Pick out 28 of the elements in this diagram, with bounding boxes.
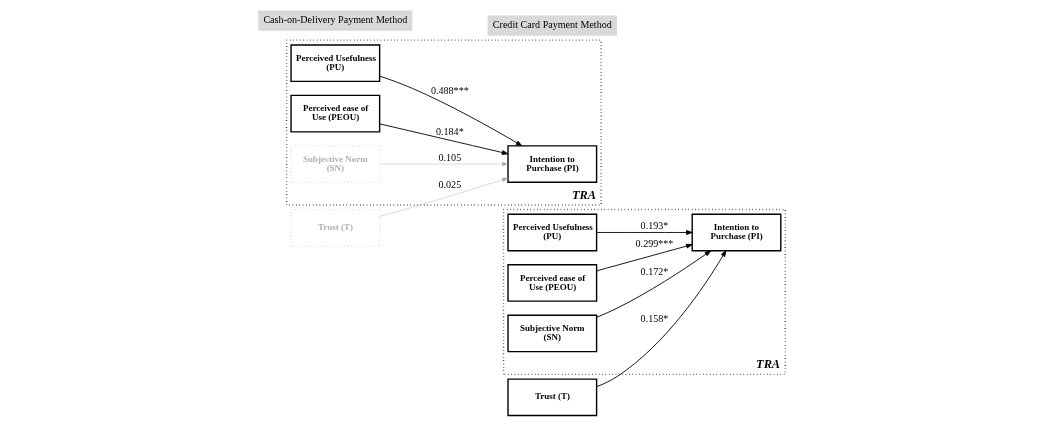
- arrow: [379, 177, 509, 217]
- arrow: [596, 230, 693, 235]
- arrow: [379, 161, 509, 167]
- arrow: [379, 75, 523, 147]
- node-box: Subjective Norm (SN): [507, 314, 598, 353]
- edge-label: 0.025: [438, 179, 462, 191]
- arrow: [596, 250, 712, 318]
- node-box: Trust (T): [290, 209, 380, 247]
- arrow: [596, 250, 727, 388]
- node-box: Trust (T): [507, 378, 598, 417]
- edge-label: 0.184*: [435, 125, 464, 137]
- node-box: Perceived ease of Use (PEOU): [507, 264, 598, 302]
- node-box: Intention to Purchase (PI): [507, 145, 598, 183]
- edge-label: 0.488***: [430, 85, 469, 97]
- edge-label: 0.299***: [635, 238, 674, 250]
- edge-label: 0.105: [438, 151, 462, 163]
- edge-label: 0.158*: [640, 313, 669, 325]
- edge-label: 0.172*: [640, 265, 669, 277]
- label: Credit Card Payment Method: [492, 19, 612, 31]
- node-box: Intention to Purchase (PI): [691, 213, 782, 252]
- node-box: Perceived Usefulness (PU): [290, 44, 381, 83]
- arrow: [379, 123, 509, 155]
- node-box: Perceived ease of Use (PEOU): [290, 94, 381, 133]
- edge-label: 0.193*: [640, 220, 669, 232]
- arrow: [596, 243, 693, 272]
- node-box: Subjective Norm (SN): [290, 145, 380, 183]
- node-box: Perceived Usefulness (PU): [507, 213, 598, 252]
- label: Cash-on-Delivery Payment Method: [263, 14, 408, 26]
